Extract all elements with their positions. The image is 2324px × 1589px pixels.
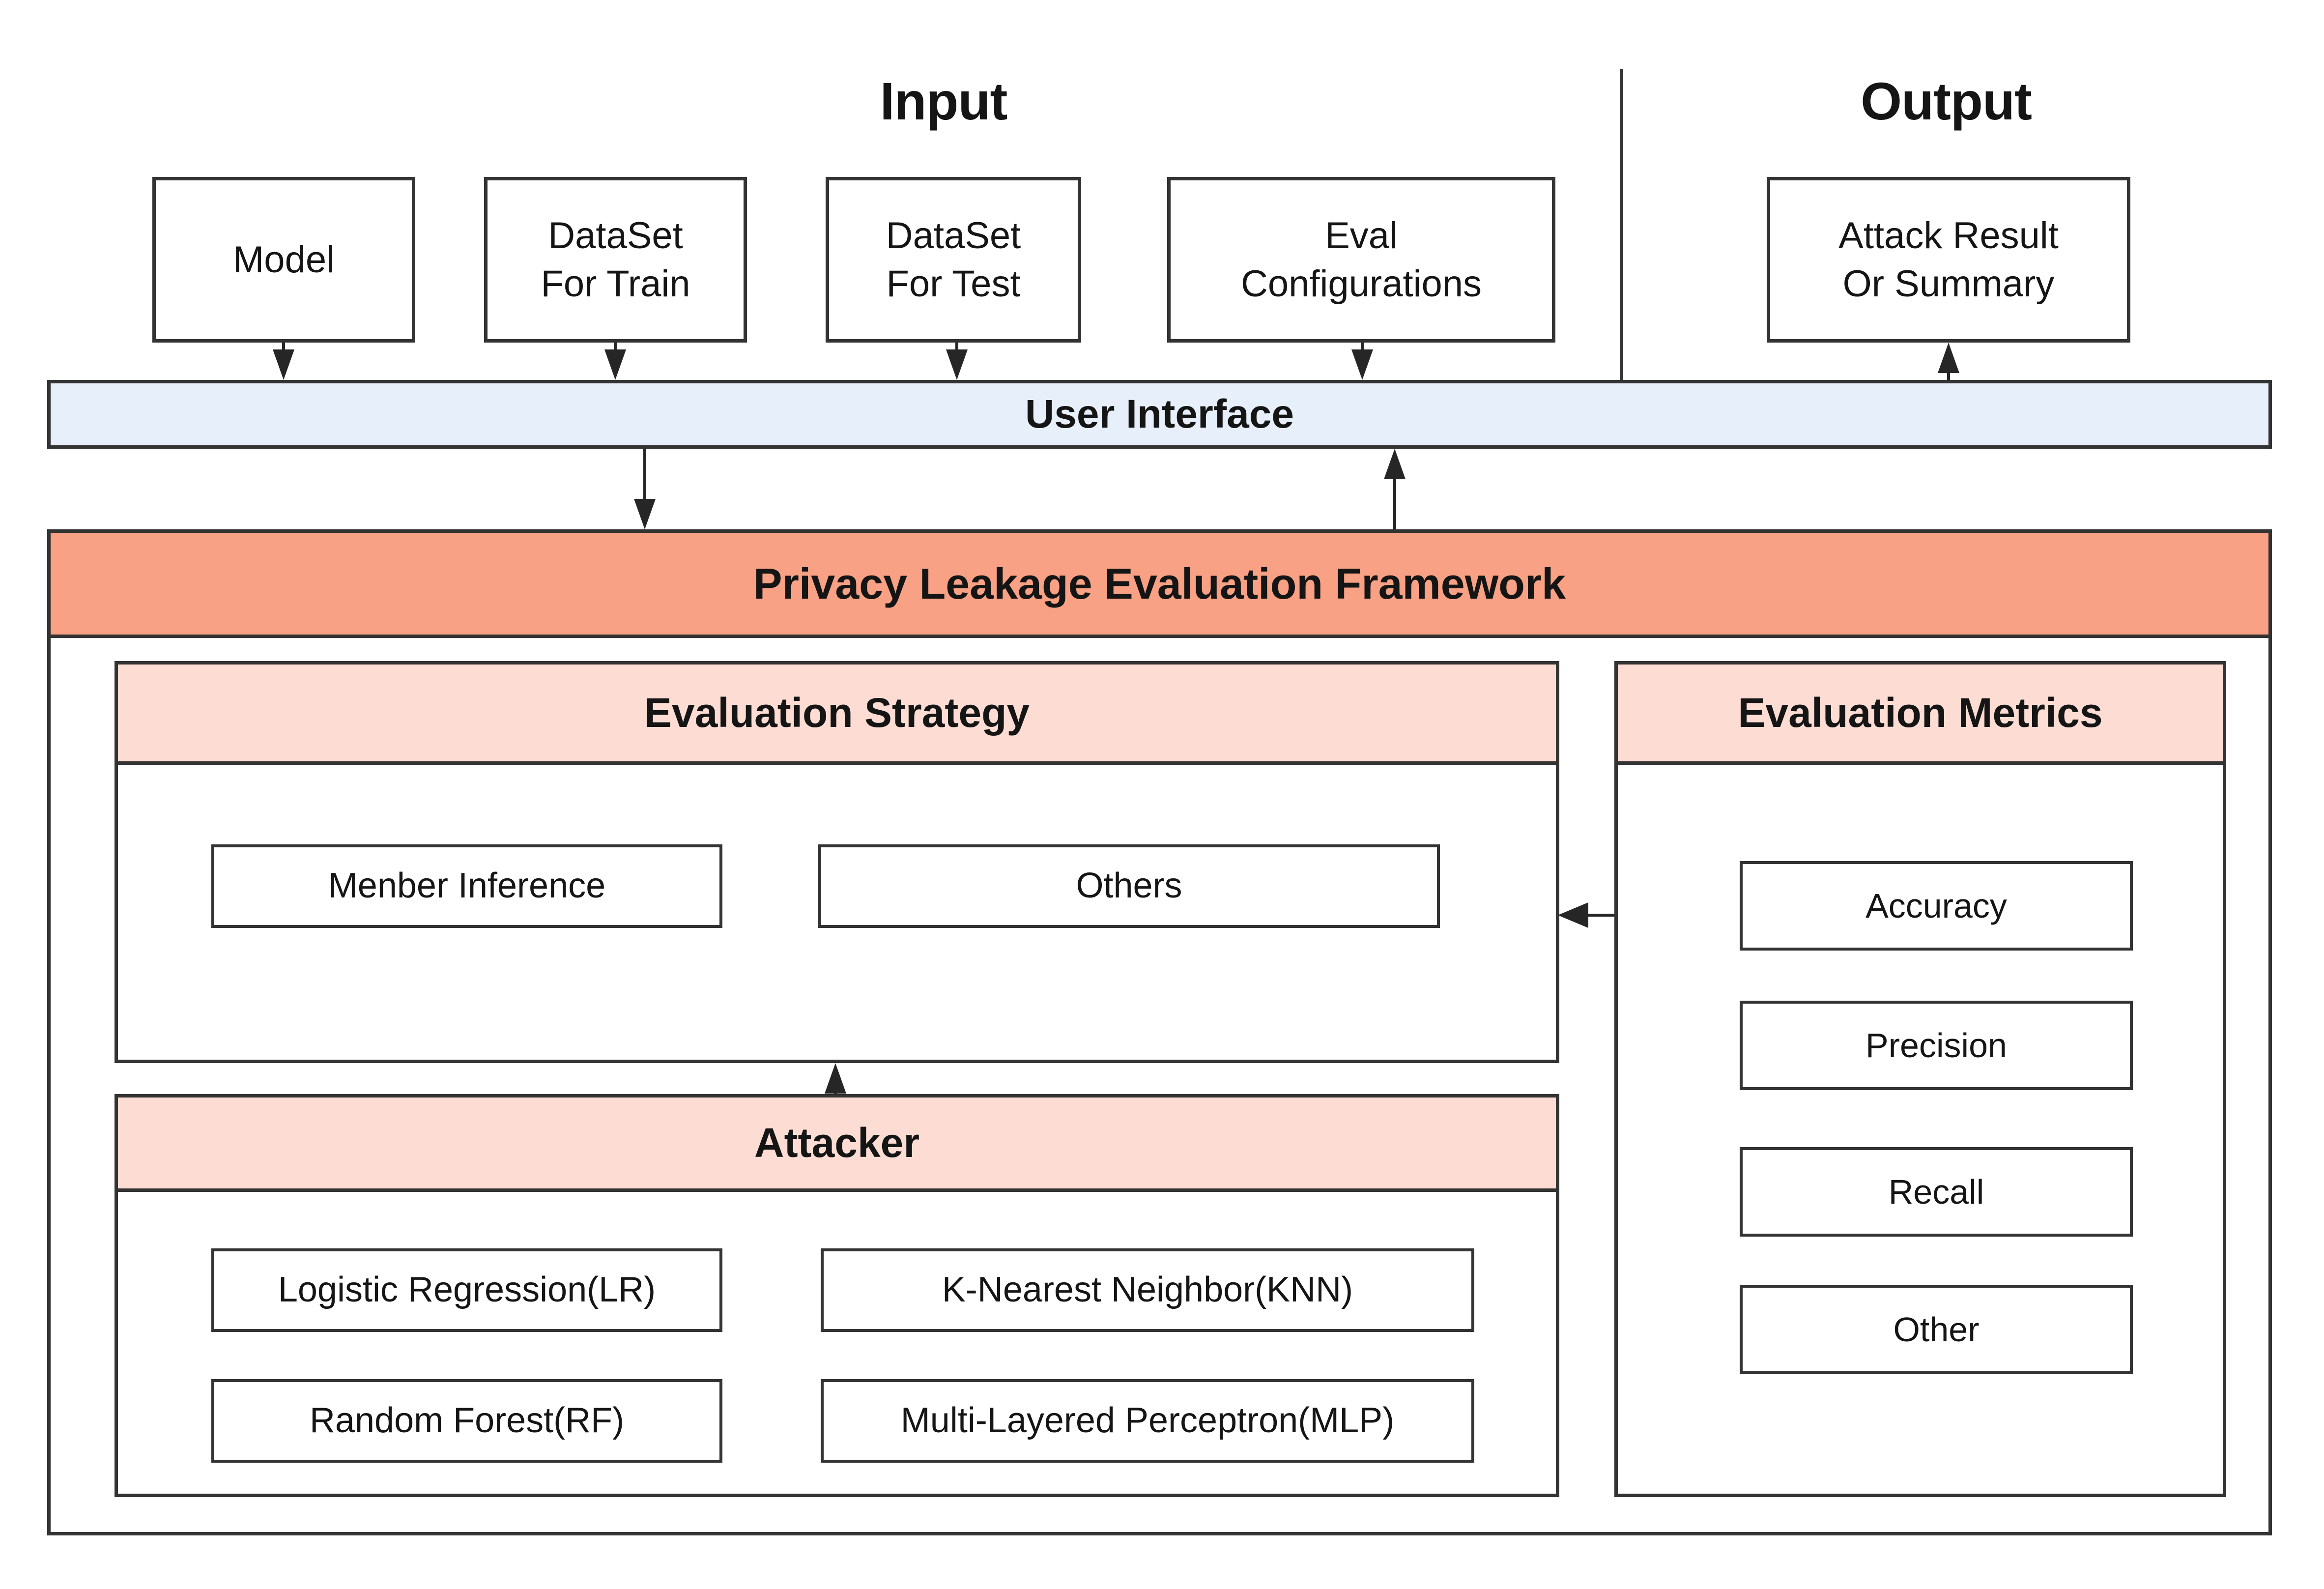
input-box-eval-configurations[interactable]: Eval Configurations — [1167, 177, 1555, 343]
metric-item-accuracy-label: Accuracy — [1865, 886, 2007, 925]
arrow-dataset-test-to-ui — [946, 343, 968, 380]
attacker-item-logistic-regression[interactable]: Logistic Regression(LR) — [211, 1248, 722, 1332]
framework-banner[interactable]: Privacy Leakage Evaluation Framework — [47, 529, 2272, 638]
input-box-dataset-train[interactable]: DataSet For Train — [484, 177, 747, 343]
evaluation-strategy-panel: Evaluation Strategy — [115, 661, 1559, 1063]
input-section-title: Input — [880, 71, 1008, 131]
arrow-eval-config-to-ui — [1351, 343, 1373, 380]
metric-item-other[interactable]: Other — [1740, 1285, 2133, 1374]
strategy-item-menber-inference-label: Menber Inference — [328, 866, 606, 906]
output-box-attack-result[interactable]: Attack Result Or Summary — [1767, 177, 2130, 343]
attacker-header[interactable]: Attacker — [118, 1098, 1556, 1192]
metric-item-recall[interactable]: Recall — [1740, 1147, 2133, 1237]
metric-item-precision-label: Precision — [1865, 1026, 2007, 1065]
input-box-eval-configurations-line2: Configurations — [1240, 262, 1482, 305]
strategy-item-others-label: Others — [1076, 866, 1182, 906]
input-box-dataset-train-line1: DataSet — [548, 215, 683, 257]
attacker-item-knn[interactable]: K-Nearest Neighbor(KNN) — [821, 1248, 1474, 1332]
arrow-model-to-ui — [273, 343, 294, 380]
metric-item-recall-label: Recall — [1888, 1172, 1984, 1211]
evaluation-metrics-header-label: Evaluation Metrics — [1738, 690, 2103, 736]
attacker-item-logistic-regression-label: Logistic Regression(LR) — [278, 1270, 656, 1310]
metric-item-other-label: Other — [1893, 1310, 1980, 1349]
input-box-model-line1: Model — [233, 238, 335, 281]
framework-label: Privacy Leakage Evaluation Framework — [753, 559, 1566, 608]
user-interface-bar[interactable]: User Interface — [47, 380, 2272, 449]
arrow-dataset-train-to-ui — [604, 343, 626, 380]
evaluation-metrics-header[interactable]: Evaluation Metrics — [1618, 664, 2223, 765]
arrow-attacker-to-strategy — [825, 1063, 846, 1098]
attacker-item-random-forest[interactable]: Random Forest(RF) — [211, 1379, 722, 1463]
attacker-item-knn-label: K-Nearest Neighbor(KNN) — [942, 1270, 1353, 1310]
attacker-item-mlp-label: Multi-Layered Perceptron(MLP) — [900, 1401, 1395, 1441]
metric-item-precision[interactable]: Precision — [1740, 1001, 2133, 1090]
arrow-framework-to-ui — [1384, 449, 1406, 531]
user-interface-label: User Interface — [1025, 392, 1294, 436]
evaluation-strategy-header[interactable]: Evaluation Strategy — [118, 664, 1556, 765]
input-box-eval-configurations-line1: Eval — [1325, 215, 1398, 257]
input-box-dataset-test-line2: For Test — [886, 262, 1021, 305]
strategy-item-menber-inference[interactable]: Menber Inference — [211, 844, 722, 928]
arrow-ui-to-framework — [634, 449, 656, 531]
input-box-dataset-train-line2: For Train — [541, 262, 690, 305]
output-section-title: Output — [1861, 71, 2032, 131]
arrow-ui-to-output — [1938, 343, 1959, 382]
strategy-item-others[interactable]: Others — [818, 844, 1440, 928]
attacker-item-random-forest-label: Random Forest(RF) — [309, 1401, 625, 1441]
input-box-dataset-test-line1: DataSet — [886, 215, 1021, 257]
evaluation-strategy-header-label: Evaluation Strategy — [644, 690, 1030, 736]
input-box-model[interactable]: Model — [152, 177, 415, 343]
input-output-divider — [1620, 69, 1623, 380]
attacker-item-mlp[interactable]: Multi-Layered Perceptron(MLP) — [821, 1379, 1474, 1463]
attacker-header-label: Attacker — [754, 1120, 920, 1166]
output-box-attack-result-line2: Or Summary — [1842, 262, 2055, 305]
input-box-dataset-test[interactable]: DataSet For Test — [826, 177, 1081, 343]
metric-item-accuracy[interactable]: Accuracy — [1740, 861, 2133, 951]
arrow-metrics-to-strategy — [1558, 902, 1617, 928]
output-box-attack-result-line1: Attack Result — [1838, 215, 2059, 257]
